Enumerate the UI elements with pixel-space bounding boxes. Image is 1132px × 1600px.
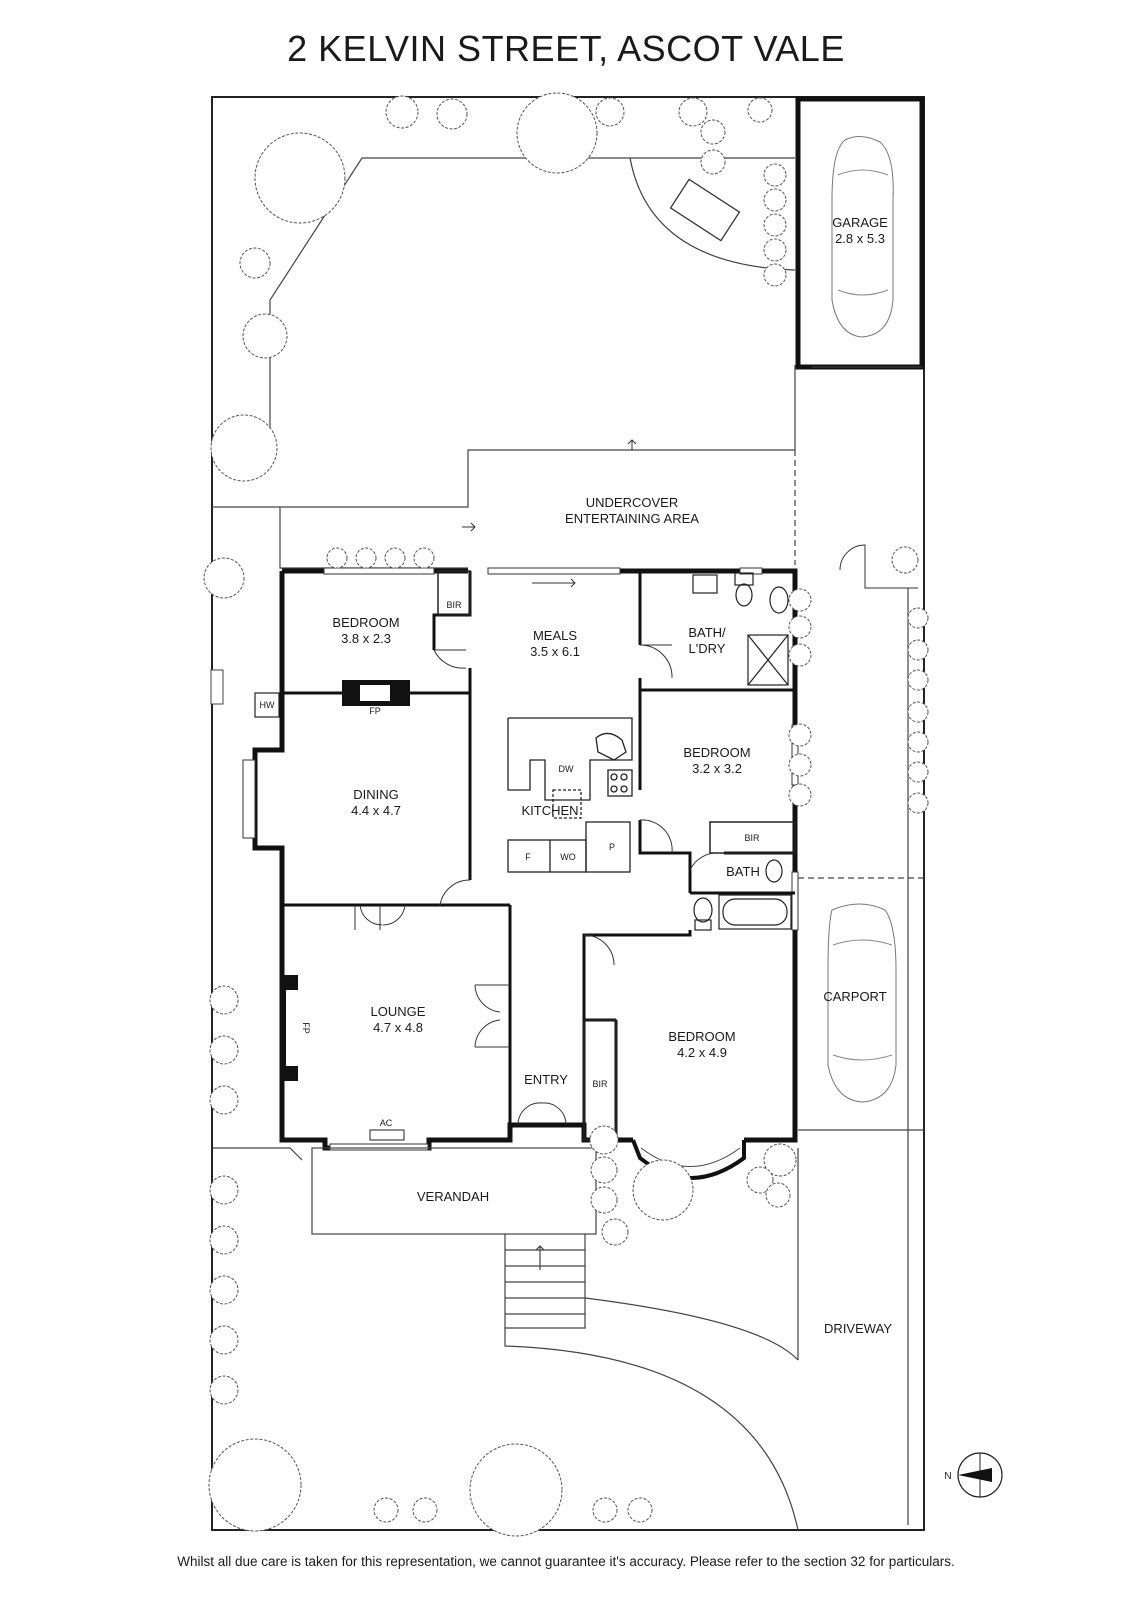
bath-ldry-label-1: BATH/ — [688, 625, 726, 640]
bedroom-se-label: BEDROOM — [668, 1029, 735, 1044]
door-swings — [354, 544, 918, 1126]
disclaimer-text: Whilst all due care is taken for this re… — [177, 1554, 955, 1569]
carport-label: CARPORT — [823, 989, 886, 1004]
compass-north-label: N — [944, 1471, 951, 1482]
door-arrows — [462, 439, 637, 588]
meals-size: 3.5 x 6.1 — [530, 644, 580, 659]
entry-label: ENTRY — [524, 1072, 568, 1087]
bath-laundry-fixtures — [692, 572, 789, 686]
car-outline-garage — [831, 136, 894, 338]
garden-trees — [203, 92, 929, 1537]
north-compass: N — [944, 1452, 1003, 1498]
ac-label: AC — [380, 1118, 393, 1128]
meals-label: MEALS — [533, 628, 577, 643]
kitchen-layout — [507, 717, 633, 873]
dining-size: 4.4 x 4.7 — [351, 803, 401, 818]
undercover-label-1: UNDERCOVER — [586, 495, 678, 510]
fp-dining-label: FP — [369, 706, 381, 716]
bir-se-label: BIR — [592, 1079, 608, 1089]
car-outline-carport — [827, 903, 897, 1103]
room-labels: GARAGE 2.8 x 5.3 UNDERCOVER ENTERTAINING… — [260, 215, 893, 1336]
bath-ldry-label-2: L'DRY — [689, 641, 726, 656]
front-paths — [212, 588, 924, 1531]
bedroom-se-size: 4.2 x 4.9 — [677, 1045, 727, 1060]
kitchen-label: KITCHEN — [521, 803, 578, 818]
undercover-label-2: ENTERTAINING AREA — [565, 511, 699, 526]
built-in-robes — [437, 570, 796, 1141]
verandah-label: VERANDAH — [417, 1189, 489, 1204]
bedroom-nw-label: BEDROOM — [332, 615, 399, 630]
lounge-size: 4.7 x 4.8 — [373, 1020, 423, 1035]
garage-label: GARAGE — [832, 215, 888, 230]
bedroom-nw-size: 3.8 x 2.3 — [341, 631, 391, 646]
bath-fixtures — [693, 859, 792, 931]
plan-title: 2 KELVIN STREET, ASCOT VALE — [287, 28, 845, 69]
bedroom-ne-label: BEDROOM — [683, 745, 750, 760]
outdoor-table — [669, 178, 741, 242]
bir-nw-label: BIR — [446, 600, 462, 610]
wall-oven-label: WO — [560, 852, 576, 862]
hot-water-unit — [254, 692, 280, 718]
hw-label: HW — [260, 700, 275, 710]
bath-label: BATH — [726, 864, 760, 879]
garage-size: 2.8 x 5.3 — [835, 231, 885, 246]
bir-ne-label: BIR — [744, 833, 760, 843]
bedroom-ne-size: 3.2 x 3.2 — [692, 761, 742, 776]
dining-label: DINING — [353, 787, 399, 802]
lounge-label: LOUNGE — [371, 1004, 426, 1019]
dw-label: DW — [559, 764, 574, 774]
driveway-label: DRIVEWAY — [824, 1321, 892, 1336]
pantry-label: P — [609, 842, 615, 852]
fp-lounge-label: FP — [301, 1022, 311, 1034]
fridge-label: F — [525, 852, 531, 862]
